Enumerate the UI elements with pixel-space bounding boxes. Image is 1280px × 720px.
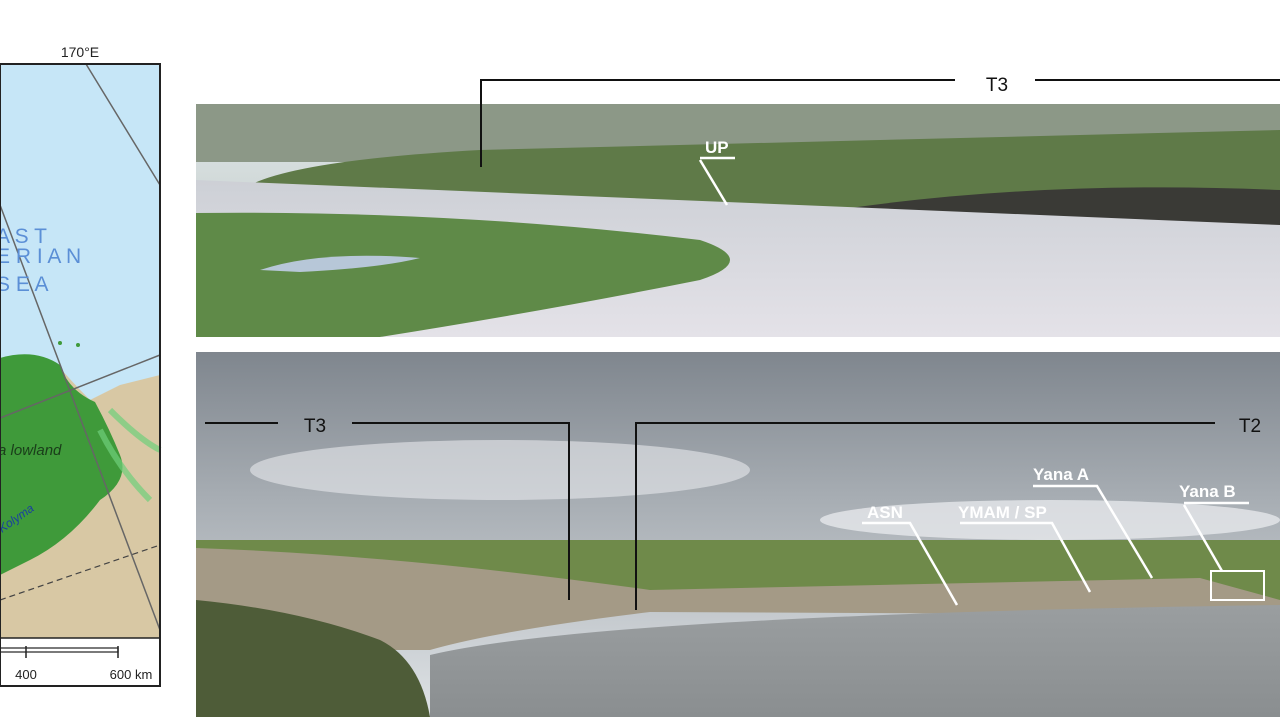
site-label-ymam-sp: YMAM / SP	[958, 503, 1047, 522]
site-label-up: UP	[705, 138, 729, 157]
lowland-area	[0, 354, 123, 575]
bottom-terrace-label-t3: T3	[304, 416, 326, 437]
bottom-photo: T3 T2 ASN YMAM / SP Yana A Yana B	[196, 352, 1280, 717]
top-terrace-label-t3: T3	[986, 75, 1008, 96]
scale-bar: 400 600 km	[0, 646, 152, 682]
longitude-label: 170°E	[61, 44, 99, 60]
scale-label-600km: 600 km	[110, 667, 153, 682]
map-frame	[0, 63, 161, 687]
site-label-asn: ASN	[867, 503, 903, 522]
site-label-yana-a: Yana A	[1033, 465, 1089, 484]
yana-b-highlight-box	[1210, 570, 1265, 601]
sea-label-line-2: E R I A N	[0, 245, 81, 268]
top-photo: T3 UP	[196, 75, 1280, 337]
sea-label-line-3: S E A	[0, 273, 49, 296]
lowland-label: a lowland	[0, 442, 62, 459]
location-map: A S T E R I A N S E A a lowland Kolyma 4…	[0, 44, 162, 687]
bottom-terrace-label-t2: T2	[1239, 416, 1261, 437]
scale-label-400: 400	[15, 667, 37, 682]
site-label-yana-b: Yana B	[1179, 482, 1236, 501]
sea-label-line-1: A S T	[0, 225, 47, 248]
